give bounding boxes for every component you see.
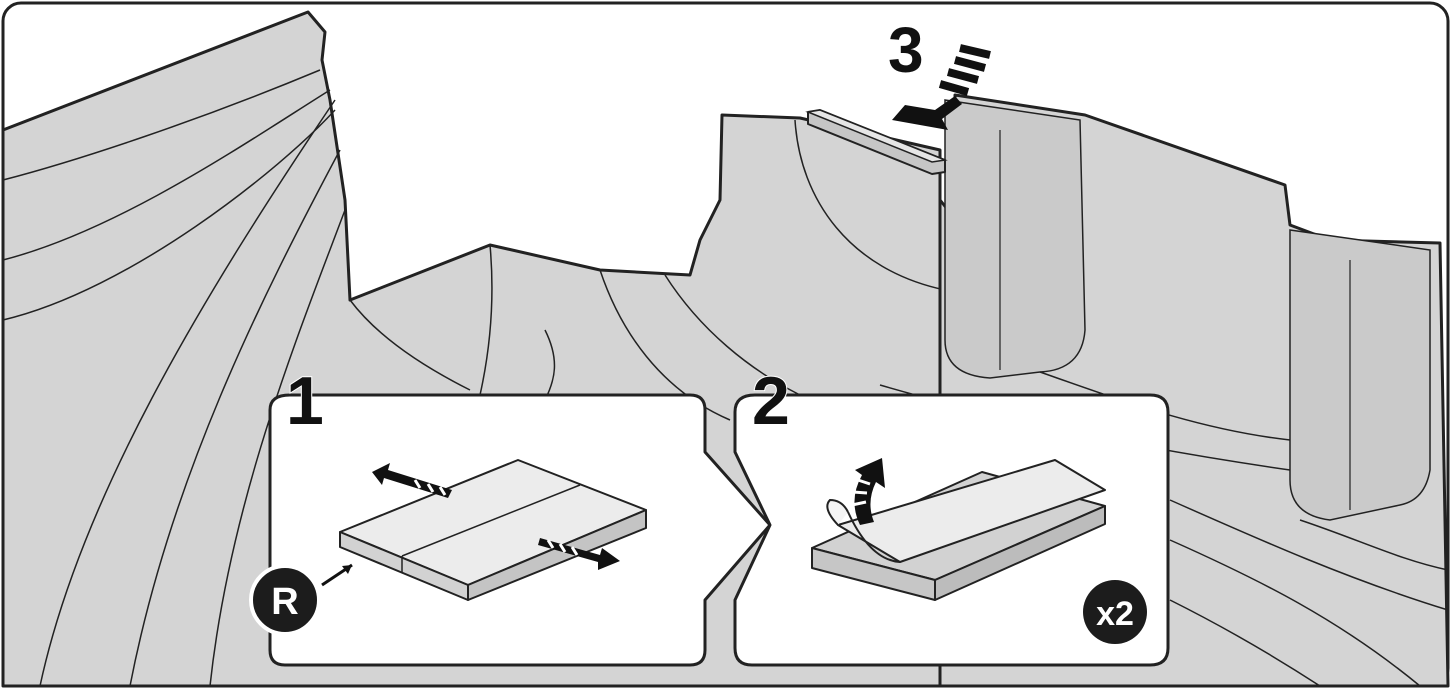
step-1-badge — [249, 564, 321, 636]
installed-tape-strip — [805, 109, 948, 175]
peel-up-arrow-icon — [851, 458, 885, 525]
peel-left-arrow-icon — [372, 463, 452, 498]
step-2-badge — [1083, 580, 1147, 644]
step-2-number: 2 — [752, 363, 790, 439]
step-1-panel: R — [249, 393, 772, 667]
right-door-panel — [879, 93, 1450, 688]
step-3-number: 3 — [888, 14, 924, 86]
step-1-badge-label: R — [271, 581, 298, 623]
tape-with-liner-icon — [811, 459, 1106, 601]
step-1-number: 1 — [286, 363, 324, 439]
tape-block-icon — [339, 459, 647, 601]
peel-right-arrow-icon — [538, 538, 620, 570]
step-2-badge-label: x2 — [1096, 595, 1134, 633]
press-arrow-icon — [892, 44, 991, 130]
step-2-panel: x2 — [733, 393, 1170, 667]
